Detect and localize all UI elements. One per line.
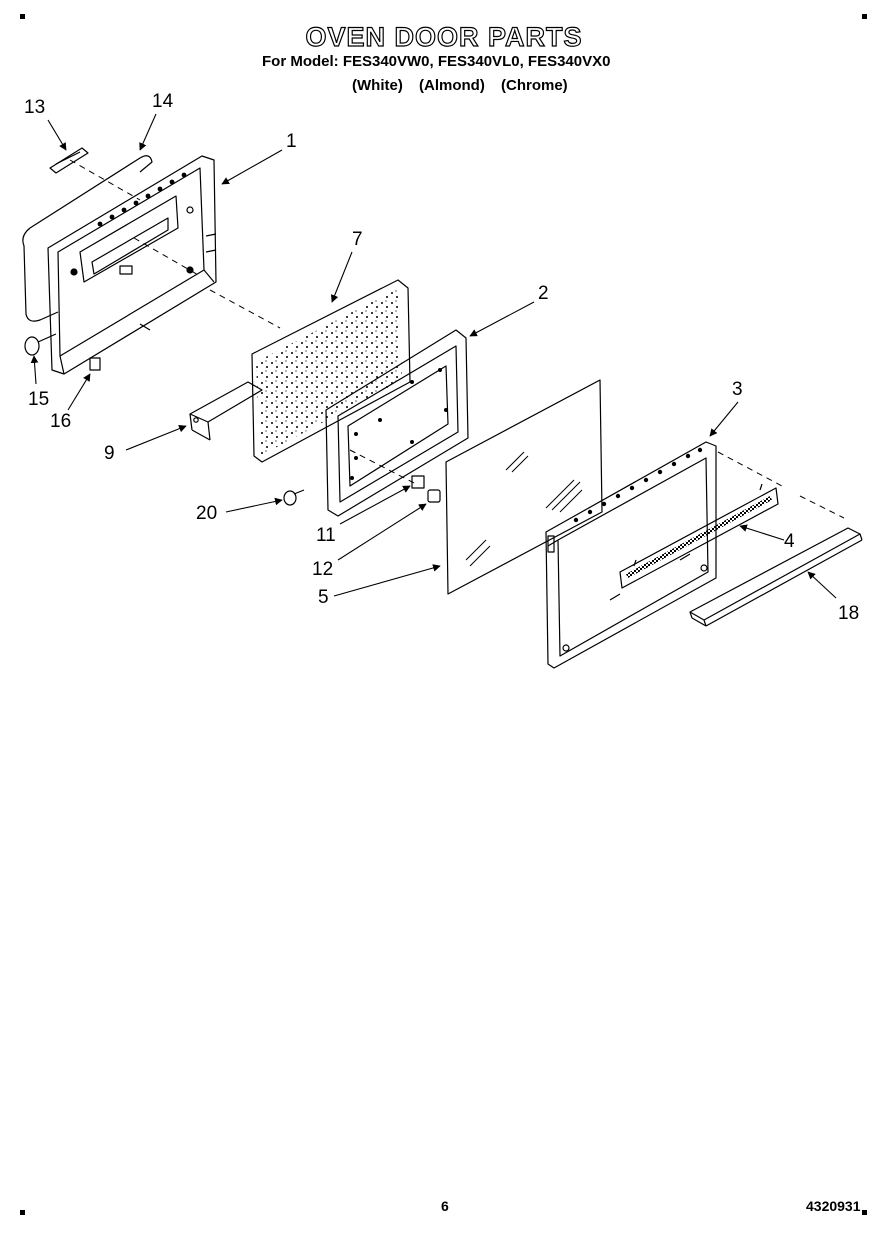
part-2-glass-assembly	[325, 329, 469, 517]
part-11-clip	[411, 475, 425, 489]
part-15-screw	[24, 333, 57, 356]
page-number: 6	[441, 1198, 449, 1214]
part-20-screw	[283, 489, 305, 506]
document-number: 4320931	[806, 1198, 861, 1214]
part-label-15: 15	[28, 389, 50, 410]
part-9-bracket	[189, 381, 263, 441]
part-label-12: 12	[312, 559, 334, 580]
part-7-insulation	[251, 279, 411, 463]
part-4-vent	[619, 483, 779, 589]
part-label-2: 2	[538, 283, 549, 304]
registration-mark-bottom-left	[20, 1210, 25, 1215]
leader-lines	[30, 113, 837, 599]
part-1-inner-door	[47, 155, 217, 375]
color-variants: (White) (Almond) (Chrome)	[352, 77, 580, 94]
part-label-4: 4	[784, 531, 795, 552]
part-14-gasket	[22, 155, 153, 322]
part-label-14: 14	[152, 91, 174, 112]
part-label-16: 16	[50, 411, 72, 432]
part-label-9: 9	[104, 443, 115, 464]
registration-mark-top-left	[20, 14, 25, 19]
part-label-7: 7	[352, 229, 363, 250]
registration-mark-top-right	[862, 14, 867, 19]
color-almond: (Almond)	[419, 77, 485, 94]
part-3-outer-door	[545, 441, 717, 669]
page-title: OVEN DOOR PARTS	[305, 21, 583, 52]
color-chrome: (Chrome)	[501, 77, 568, 94]
part-5-outer-glass	[445, 379, 603, 595]
part-18-trim	[689, 527, 863, 627]
part-label-20: 20	[196, 503, 218, 524]
part-16-clip	[89, 357, 101, 371]
part-label-11: 11	[316, 525, 336, 546]
part-13-clip	[49, 147, 89, 174]
color-white: (White)	[352, 77, 403, 94]
part-12-knob	[427, 489, 441, 503]
model-numbers: For Model: FES340VW0, FES340VL0, FES340V…	[262, 53, 611, 70]
part-label-3: 3	[732, 379, 743, 400]
part-label-1: 1	[286, 131, 297, 152]
part-label-18: 18	[838, 603, 860, 624]
part-label-5: 5	[318, 587, 329, 608]
part-label-13: 13	[24, 97, 46, 118]
registration-mark-bottom-right	[862, 1210, 867, 1215]
